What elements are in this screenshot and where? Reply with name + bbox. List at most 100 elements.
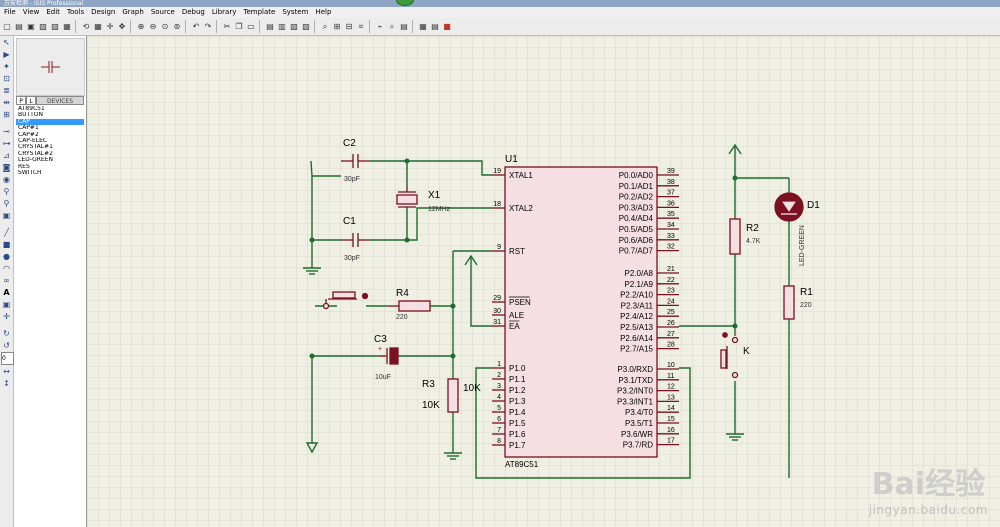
instrument-icon[interactable]: ▣ bbox=[2, 211, 11, 220]
box-icon[interactable]: ■ bbox=[2, 240, 11, 249]
rotate-ccw-icon[interactable]: ↺ bbox=[3, 341, 10, 350]
undo-icon[interactable]: ↶ bbox=[192, 21, 200, 31]
menu-view[interactable]: View bbox=[22, 8, 40, 16]
resistor-r1[interactable] bbox=[783, 285, 795, 320]
graph-icon[interactable]: ⊿ bbox=[3, 151, 10, 160]
line-icon[interactable]: ╱ bbox=[4, 228, 9, 237]
resistor-r3[interactable] bbox=[447, 378, 459, 413]
package-icon[interactable]: ⊟ bbox=[345, 21, 353, 31]
refresh-icon[interactable]: ⟲ bbox=[82, 21, 90, 31]
menu-graph[interactable]: Graph bbox=[122, 8, 144, 16]
led-d1[interactable] bbox=[774, 192, 804, 222]
wire-autorouter-icon[interactable]: ⌁ bbox=[377, 21, 383, 31]
import-icon[interactable]: ▧ bbox=[39, 21, 47, 31]
list-item[interactable]: CAP#2 bbox=[18, 131, 39, 138]
pick-from-library-button[interactable]: P bbox=[16, 96, 26, 105]
capacitor-c1[interactable] bbox=[341, 233, 370, 247]
decompose-icon[interactable]: ⌗ bbox=[358, 21, 364, 31]
marker-icon[interactable]: ✛ bbox=[3, 312, 10, 321]
component-icon[interactable]: ▶ bbox=[3, 50, 10, 59]
menu-design[interactable]: Design bbox=[91, 8, 116, 16]
tape-icon[interactable]: ◙ bbox=[2, 163, 11, 172]
export-icon[interactable]: ▨ bbox=[51, 21, 59, 31]
zoom-in-icon[interactable]: ⊕ bbox=[137, 21, 145, 31]
pan-icon[interactable]: ✥ bbox=[118, 21, 126, 31]
list-item[interactable]: RES bbox=[18, 163, 30, 170]
open-icon[interactable]: ▤ bbox=[15, 21, 23, 31]
flip-v-icon[interactable]: ↕ bbox=[3, 379, 10, 388]
menu-edit[interactable]: Edit bbox=[46, 8, 60, 16]
junction-icon[interactable]: ✦ bbox=[3, 62, 10, 71]
list-item[interactable]: CAP-ELEC bbox=[18, 137, 48, 144]
pin-icon[interactable]: ⊶ bbox=[2, 139, 11, 148]
capacitor-c2[interactable] bbox=[341, 154, 370, 168]
probe-v-icon[interactable]: ⚲ bbox=[3, 187, 10, 196]
path-icon[interactable]: ∞ bbox=[3, 276, 10, 285]
make-device-icon[interactable]: ⊞ bbox=[333, 21, 341, 31]
probe-i-icon[interactable]: ⚲ bbox=[3, 199, 10, 208]
subcircuit-icon[interactable]: ⊞ bbox=[3, 110, 10, 119]
block-delete-icon[interactable]: ▨ bbox=[302, 21, 310, 31]
list-item[interactable]: CRYSTAL#2 bbox=[18, 150, 53, 157]
redo-icon[interactable]: ↷ bbox=[204, 21, 212, 31]
zoom-all-icon[interactable]: ⊙ bbox=[161, 21, 169, 31]
list-item[interactable]: CRYSTAL#1 bbox=[18, 144, 53, 151]
label-icon[interactable]: ⊡ bbox=[3, 74, 10, 83]
list-item[interactable]: BUTTON bbox=[18, 112, 43, 119]
paste-icon[interactable]: ▭ bbox=[247, 21, 255, 31]
list-item[interactable]: LED-GREEN bbox=[18, 157, 54, 164]
grid-icon[interactable]: ▦ bbox=[94, 21, 102, 31]
block-rotate-icon[interactable]: ▧ bbox=[290, 21, 298, 31]
print-icon[interactable]: ▦ bbox=[63, 21, 71, 31]
copy-icon[interactable]: ❐ bbox=[235, 21, 243, 31]
mcu-u1[interactable]: U1 AT89C51 bbox=[504, 154, 658, 469]
bus-icon[interactable]: ⇹ bbox=[3, 98, 10, 107]
menu-library[interactable]: Library bbox=[211, 8, 237, 16]
resistor-r4[interactable] bbox=[387, 300, 431, 312]
zoom-area-icon[interactable]: ⊚ bbox=[173, 21, 181, 31]
symbol-icon[interactable]: ▣ bbox=[2, 300, 11, 309]
flip-h-icon[interactable]: ↔ bbox=[3, 367, 10, 376]
angle-field-icon[interactable]: 0 bbox=[1, 352, 14, 365]
search-icon[interactable]: ⌕ bbox=[389, 21, 395, 31]
list-item[interactable]: SWITCH bbox=[18, 169, 42, 176]
menu-system[interactable]: System bbox=[282, 8, 309, 16]
zoom-out-icon[interactable]: ⊖ bbox=[149, 21, 157, 31]
capacitor-c3[interactable]: + bbox=[378, 346, 399, 365]
save-icon[interactable]: ▣ bbox=[27, 21, 35, 31]
text-icon[interactable]: A bbox=[3, 288, 10, 297]
arc-icon[interactable]: ◠ bbox=[3, 264, 10, 273]
crystal-x1[interactable] bbox=[396, 186, 418, 208]
